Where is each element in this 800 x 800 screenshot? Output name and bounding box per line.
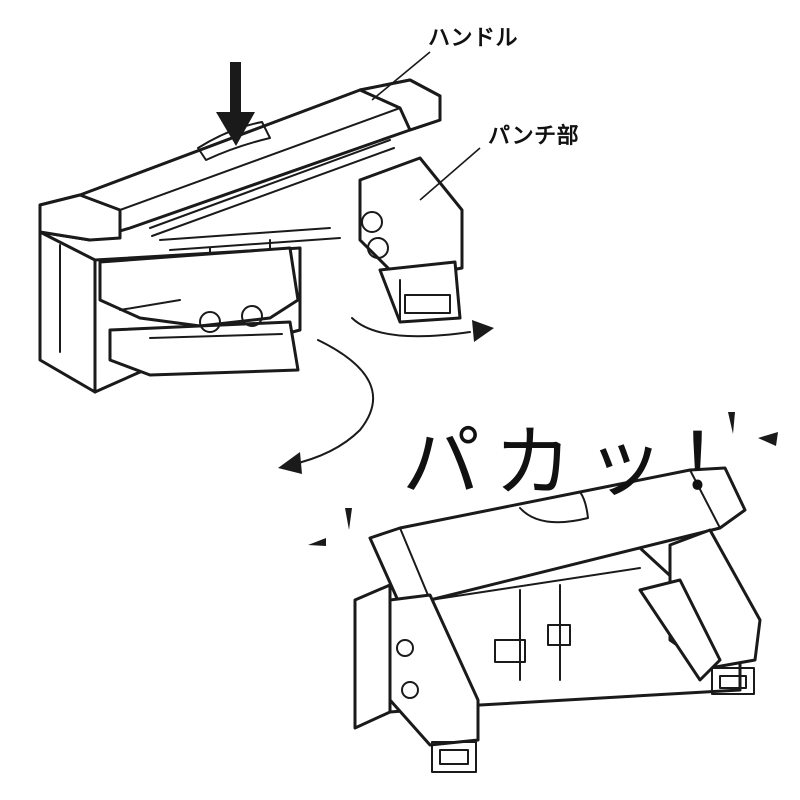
open-right-jaw (638, 528, 762, 695)
left-punch-jaw (98, 246, 300, 377)
handle-leader-line (371, 51, 431, 101)
sound-effect-text: パカッ！ (402, 418, 771, 508)
handle-label: ハンドル (428, 26, 519, 51)
open-left-jaw (388, 593, 480, 773)
punch-section-label: パンチ部 (488, 124, 580, 149)
motion-marks (308, 412, 778, 546)
punch-closed-illustration (38, 51, 494, 474)
punch-section-leader-line (419, 147, 481, 201)
punch-open-illustration (308, 412, 778, 773)
curved-arrow-icon (278, 317, 494, 474)
right-punch-section (358, 156, 464, 324)
down-arrow-icon (216, 62, 255, 146)
